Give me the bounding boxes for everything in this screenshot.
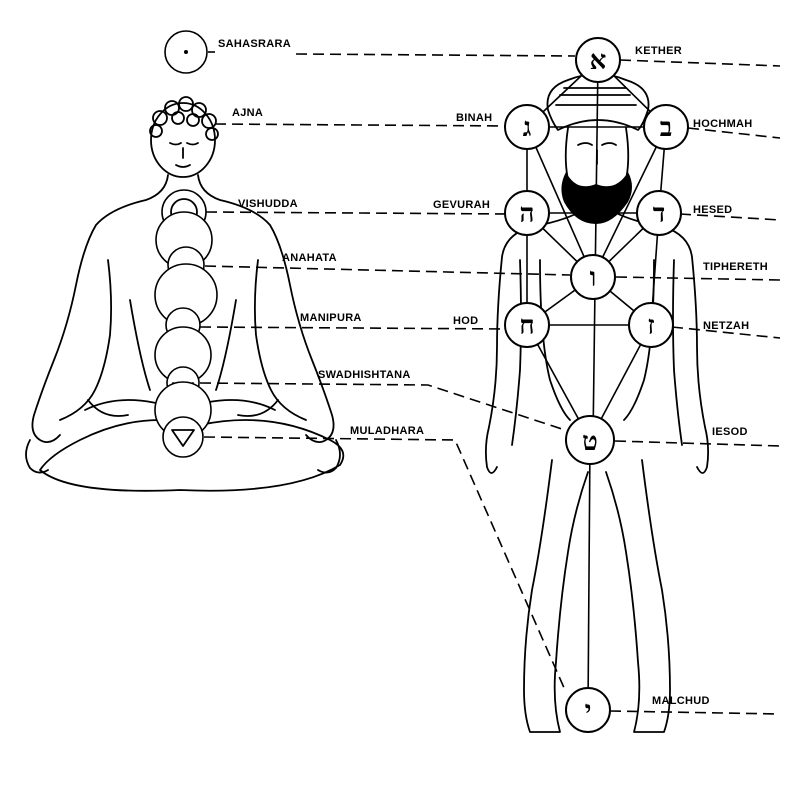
label-swadhishtana: SWADHISHTANA	[318, 369, 411, 381]
yogi-hair	[149, 96, 219, 141]
malchud-node: י	[565, 687, 611, 733]
binah-letter: ג	[523, 113, 532, 143]
label-manipura: MANIPURA	[300, 312, 362, 324]
hochmah-letter: ב	[660, 113, 673, 143]
label-hesed: HESED	[693, 204, 732, 216]
sahasrara-dot	[184, 50, 188, 54]
tree-paths	[526, 59, 667, 711]
hod-letter: ח	[519, 311, 534, 341]
muladhara-lotus	[162, 416, 204, 458]
tiphereth-node: ו	[570, 254, 616, 300]
malchud-letter: י	[585, 696, 592, 726]
label-iesod: IESOD	[712, 426, 748, 438]
iesod-letter: ט	[582, 427, 598, 457]
label-binah: BINAH	[456, 112, 492, 124]
label-anahata: ANAHATA	[282, 252, 337, 264]
label-malchud: MALCHUD	[652, 695, 710, 707]
leader-lines	[199, 51, 781, 715]
label-hod: HOD	[453, 315, 478, 327]
hod-node: ח	[504, 302, 550, 348]
yogi-face	[169, 142, 199, 168]
tiphereth-letter: ו	[590, 263, 597, 293]
kether-letter: א	[590, 46, 607, 76]
kether-node: א	[575, 37, 621, 83]
label-gevurah: GEVURAH	[433, 199, 490, 211]
label-hochmah: HOCHMAH	[693, 118, 753, 130]
label-kether: KETHER	[635, 45, 682, 57]
binah-node: ג	[504, 104, 550, 150]
chakra-labels: SAHASRARA AJNA VISHUDDA ANAHATA MANIPURA…	[218, 38, 424, 437]
gevurah-letter: ה	[520, 199, 535, 229]
sephiroth-labels: KETHER BINAH HOCHMAH GEVURAH HESED TIPHE…	[433, 45, 768, 707]
netzah-letter: ז	[647, 311, 654, 341]
netzah-node: ז	[628, 302, 674, 348]
hochmah-node: ב	[643, 104, 689, 150]
label-netzah: NETZAH	[703, 320, 749, 332]
label-sahasrara: SAHASRARA	[218, 38, 291, 50]
label-ajna: AJNA	[232, 107, 263, 119]
chakra-column	[154, 30, 218, 458]
yogi-legs	[39, 419, 345, 492]
hesed-letter: ד	[653, 199, 666, 229]
label-tiphereth: TIPHERETH	[703, 261, 768, 273]
label-vishudda: VISHUDDA	[238, 198, 298, 210]
hesed-node: ד	[636, 190, 682, 236]
gevurah-node: ה	[504, 190, 550, 236]
iesod-node: ט	[565, 415, 615, 465]
sephiroth-nodes: א ג ב ה ד ו ח ז	[504, 37, 689, 733]
label-muladhara: MULADHARA	[350, 425, 424, 437]
